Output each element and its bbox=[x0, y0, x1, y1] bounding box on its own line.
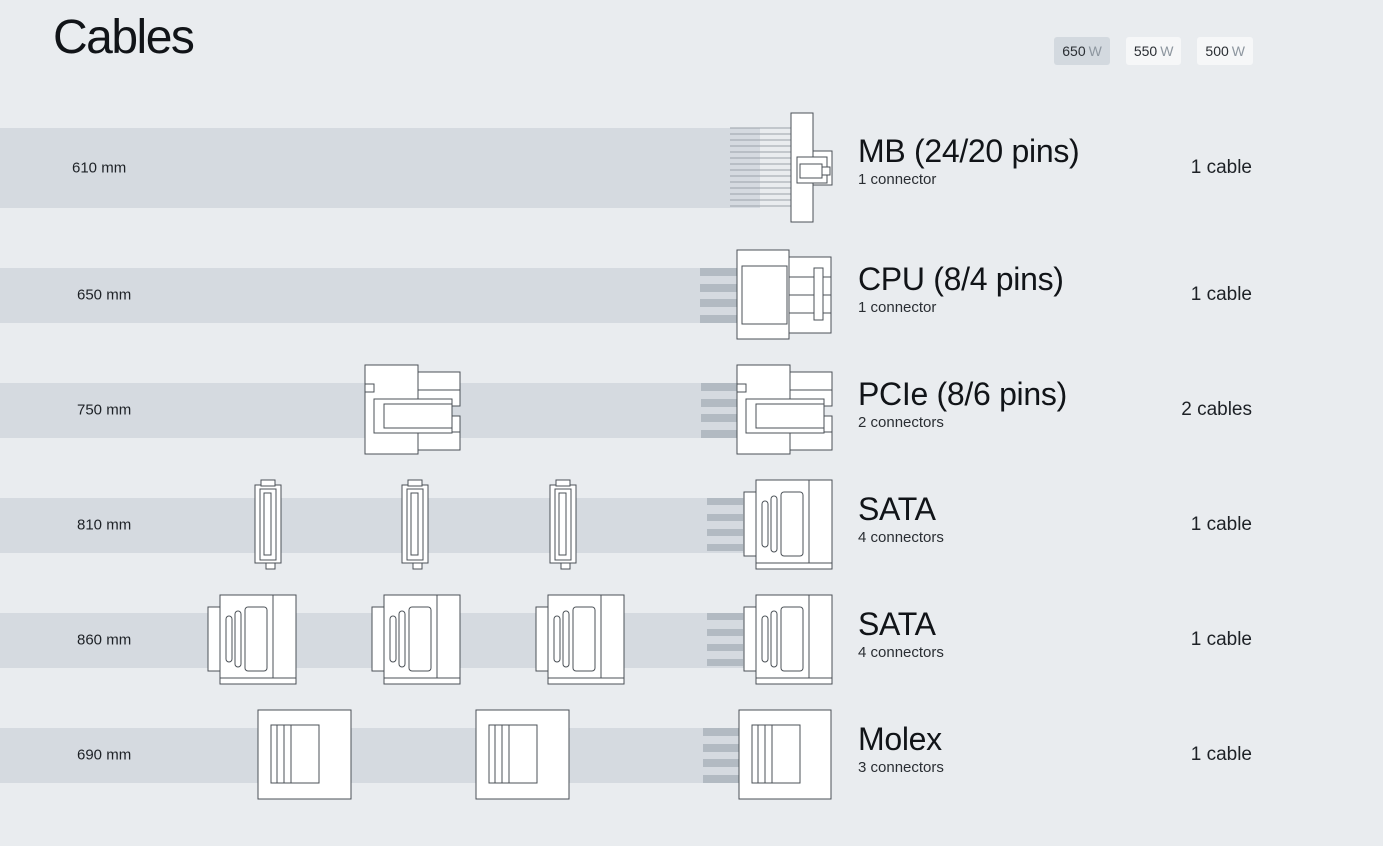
cable-length: 610 mm bbox=[72, 159, 127, 177]
sata-connector-icon bbox=[371, 594, 463, 686]
sata-connector-side-icon bbox=[549, 479, 579, 571]
cable-connectors: 1 connector bbox=[858, 299, 937, 316]
cable-info: CPU (8/4 pins) 1 connector bbox=[858, 261, 1064, 316]
cable-info: PCIe (8/6 pins) 2 connectors bbox=[858, 376, 1067, 431]
sata-connector-icon bbox=[707, 479, 835, 571]
cable-length: 750 mm bbox=[77, 401, 132, 419]
sata-connector-icon bbox=[207, 594, 299, 686]
sata-connector-side-icon bbox=[401, 479, 431, 571]
cable-info: SATA 4 connectors bbox=[858, 606, 944, 661]
cable-count: 1 cable bbox=[1190, 744, 1252, 765]
cable-count: 2 cables bbox=[1181, 399, 1252, 420]
cable-count: 1 cable bbox=[1190, 514, 1252, 535]
cable-name: SATA bbox=[858, 491, 936, 527]
cpu-8pin-connector-icon bbox=[700, 249, 834, 341]
cable-count: 1 cable bbox=[1190, 157, 1252, 178]
cable-info: SATA 4 connectors bbox=[858, 491, 944, 546]
wattage-unit: W bbox=[1231, 43, 1245, 59]
pcie-8pin-connector-icon bbox=[364, 364, 464, 456]
cable-info: MB (24/20 pins) 1 connector bbox=[858, 133, 1080, 188]
mb-24pin-connector-icon bbox=[730, 112, 835, 224]
wattage-unit: W bbox=[1160, 43, 1174, 59]
cable-count: 1 cable bbox=[1190, 284, 1252, 305]
cable-band bbox=[0, 498, 760, 553]
cable-band bbox=[0, 268, 740, 323]
cable-name: Molex bbox=[858, 721, 942, 757]
molex-connector-icon bbox=[703, 709, 835, 801]
page-title: Cables bbox=[53, 11, 195, 64]
cable-length: 810 mm bbox=[77, 516, 132, 534]
wattage-value: 650 bbox=[1062, 43, 1086, 59]
cable-connectors: 3 connectors bbox=[858, 759, 944, 776]
cable-length: 650 mm bbox=[77, 286, 132, 304]
cable-info: Molex 3 connectors bbox=[858, 721, 944, 776]
cable-connectors: 4 connectors bbox=[858, 644, 944, 661]
cable-count: 1 cable bbox=[1190, 629, 1252, 650]
molex-connector-icon bbox=[257, 709, 353, 801]
cable-band bbox=[0, 728, 760, 783]
wattage-value: 500 bbox=[1205, 43, 1229, 59]
cable-name: MB (24/20 pins) bbox=[858, 133, 1080, 169]
pcie-8pin-connector-icon bbox=[701, 364, 835, 456]
wattage-unit: W bbox=[1088, 43, 1102, 59]
sata-connector-side-icon bbox=[254, 479, 284, 571]
cable-connectors: 1 connector bbox=[858, 171, 937, 188]
cable-connectors: 4 connectors bbox=[858, 529, 944, 546]
cable-length: 860 mm bbox=[77, 631, 132, 649]
cable-band bbox=[0, 128, 760, 208]
sata-connector-icon bbox=[707, 594, 835, 686]
cable-name: CPU (8/4 pins) bbox=[858, 261, 1064, 297]
molex-connector-icon bbox=[475, 709, 571, 801]
cable-length: 690 mm bbox=[77, 746, 132, 764]
sata-connector-icon bbox=[535, 594, 627, 686]
wattage-value: 550 bbox=[1133, 43, 1158, 59]
cable-connectors: 2 connectors bbox=[858, 414, 944, 431]
cable-name: SATA bbox=[858, 606, 936, 642]
cable-name: PCIe (8/6 pins) bbox=[858, 376, 1067, 412]
